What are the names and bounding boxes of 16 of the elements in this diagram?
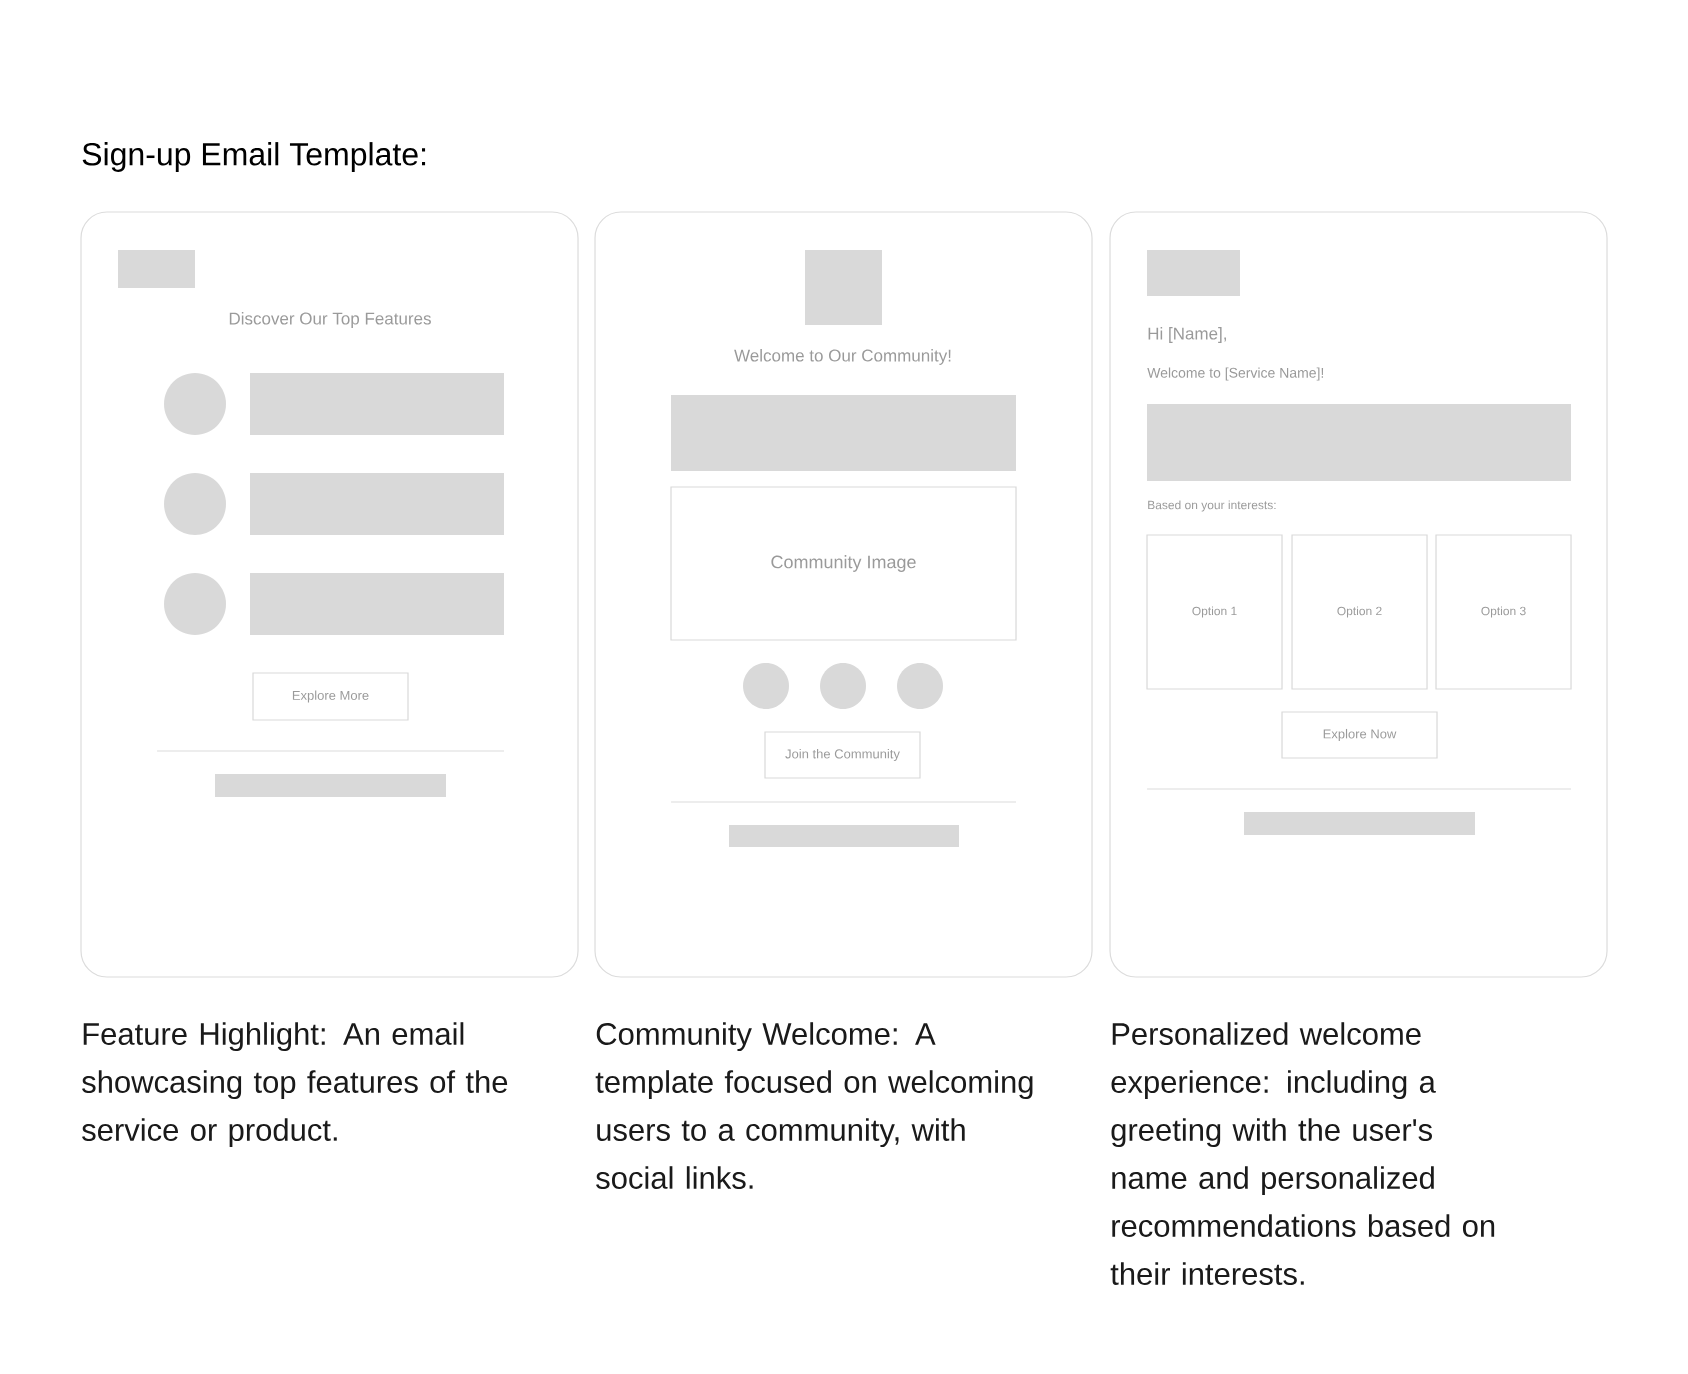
- button: Explore Now: [1281, 711, 1438, 759]
- placeholder-text: Hi [Name],: [1148, 327, 1226, 343]
- placeholder-text: Based on your interests:: [1148, 500, 1276, 512]
- placeholder-text: Welcome to Our Community!: [734, 349, 951, 365]
- option-card: Option 3: [1435, 534, 1572, 690]
- button: Explore More: [252, 672, 409, 721]
- option-card: Option 2: [1291, 534, 1428, 690]
- button: Join the Community: [764, 731, 921, 779]
- description-text: Feature Highlight: An email showcasing top features of the service or product.: [82, 1022, 508, 1148]
- placeholder-text: Welcome to [Service Name]!: [1147, 367, 1324, 381]
- placeholder-text: Discover Our Top Features: [229, 312, 431, 328]
- image-frame: Community Image: [670, 486, 1017, 641]
- title: Sign-up Email Template:: [82, 142, 426, 172]
- description-text: Personalized welcome experience: including a greeting with the user's name and personalized recommendations based on their interests.: [1110, 1022, 1495, 1285]
- option-card: Option 1: [1146, 534, 1283, 690]
- description-text: Community Welcome: A template focused on welcoming users to a community, with social links.: [595, 1022, 1033, 1189]
